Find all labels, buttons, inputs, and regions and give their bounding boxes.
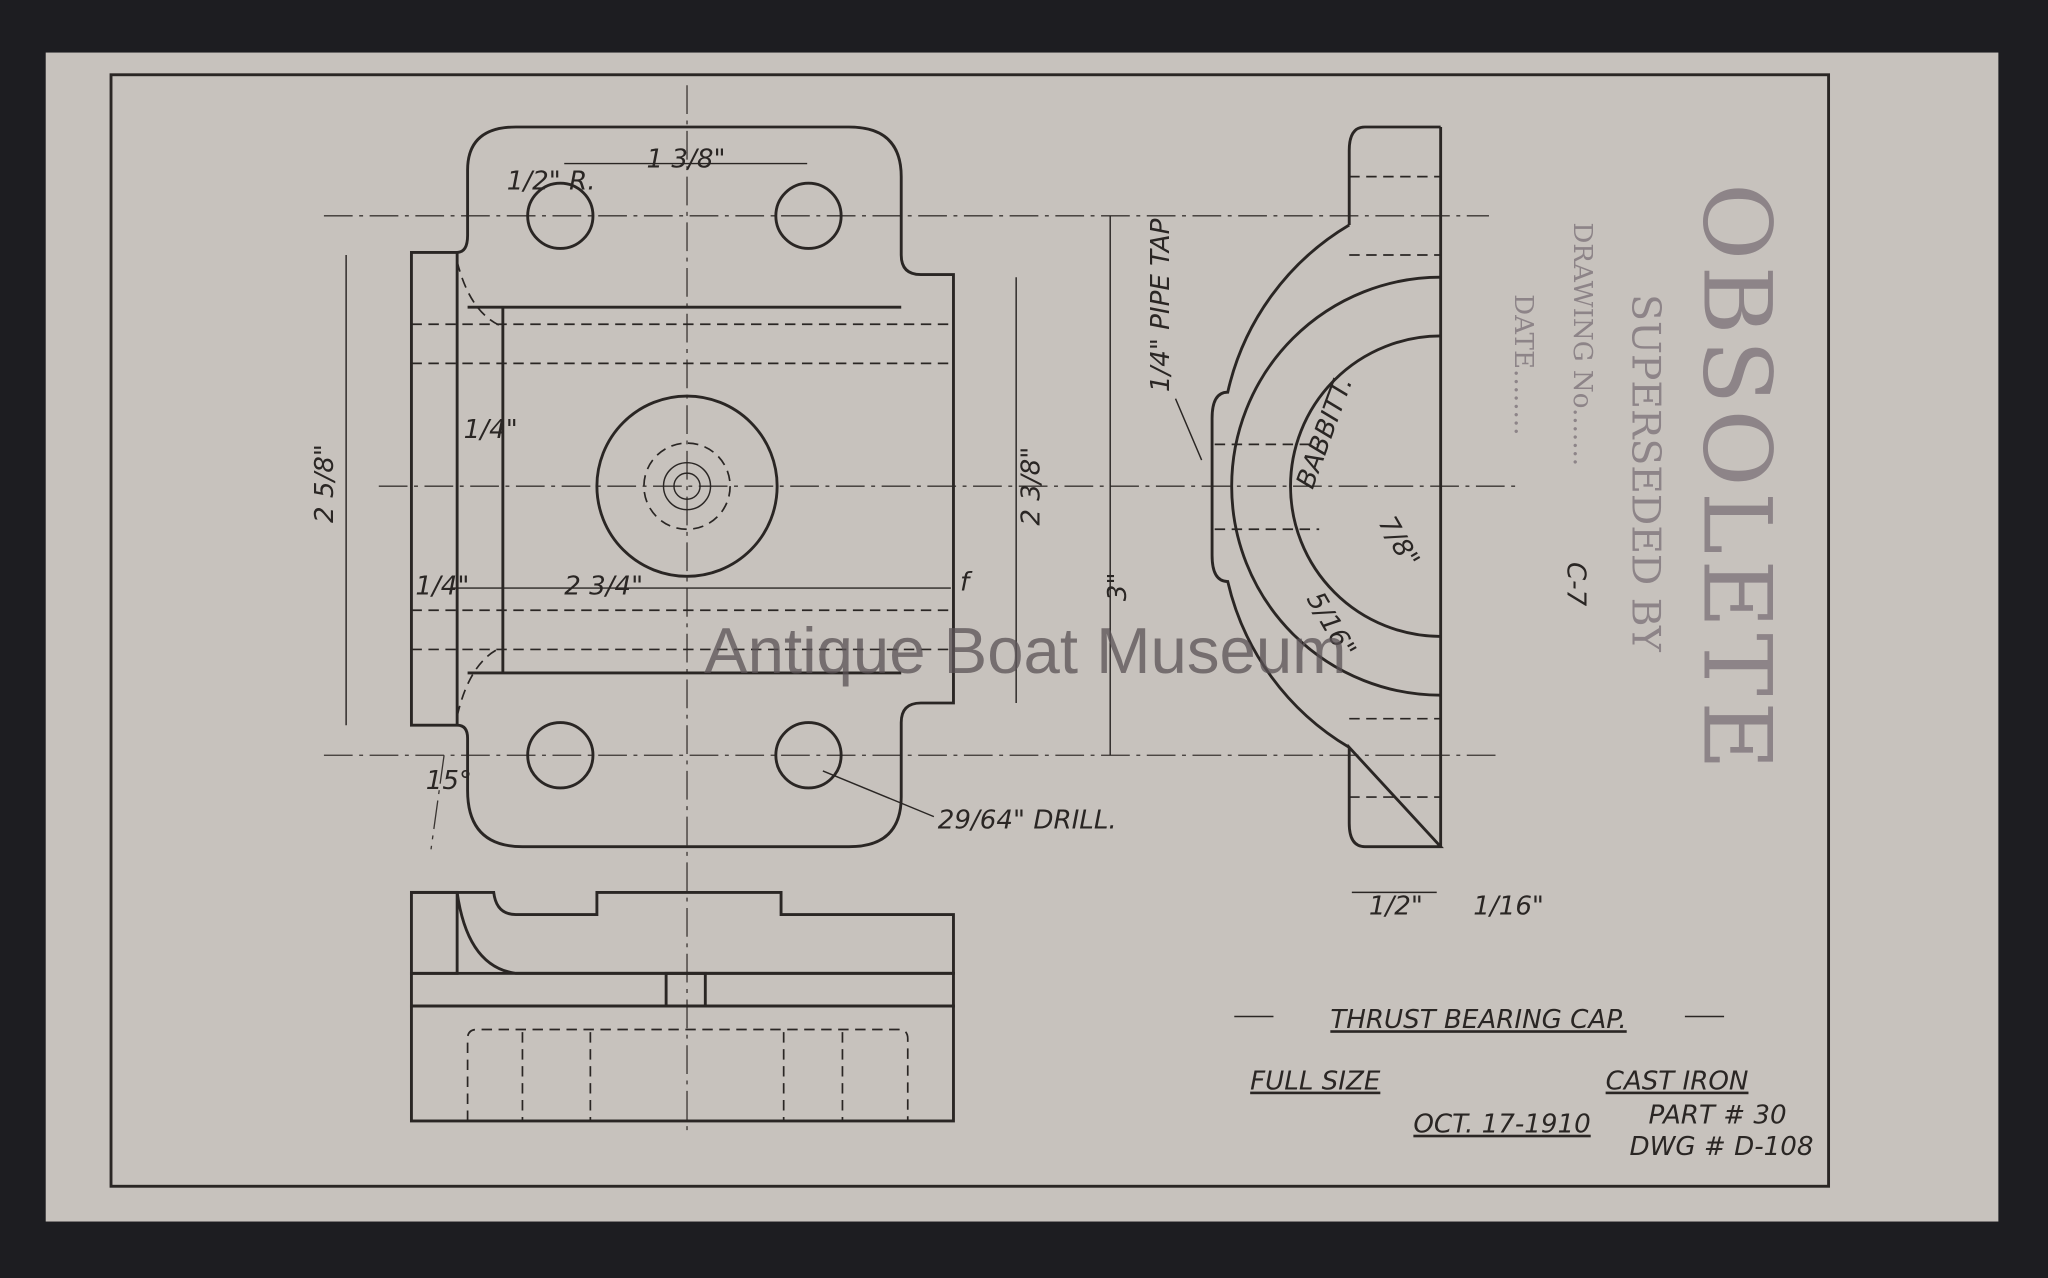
bolt-hole <box>526 181 595 250</box>
side-view <box>1174 125 1444 849</box>
hole-spacing-label: 1 3/8" <box>647 144 726 174</box>
width-right-label: 2 3/8" <box>1017 447 1047 526</box>
title-block: THRUST BEARING CAP. FULL SIZE CAST IRON … <box>1234 1005 1813 1162</box>
section-view <box>409 890 955 1123</box>
bolt-hole <box>774 181 843 250</box>
length-label: 2 3/4" <box>564 572 643 602</box>
finish-thickness-label: 1/16" <box>1473 892 1544 922</box>
superseding-drawing-number: C-7 <box>1560 562 1590 607</box>
part-number: PART # 30 <box>1649 1101 1787 1131</box>
material-label: CAST IRON <box>1606 1067 1749 1097</box>
angle-label: 15° <box>426 766 472 796</box>
drill-label: 29/64" DRILL. <box>938 805 1117 835</box>
stamp-superseded: SUPERSEDED BY <box>1623 294 1668 653</box>
bolt-hole <box>774 721 843 790</box>
paper <box>45 52 1999 1222</box>
plan-view <box>345 125 1437 894</box>
inner-border <box>109 73 1831 1188</box>
flange-thickness-label: 1/2" <box>1369 892 1423 922</box>
height-label: 3" <box>1103 572 1133 601</box>
date-label: OCT. 17-1910 <box>1413 1110 1590 1140</box>
flange-top-label: 1/4" <box>464 415 518 445</box>
obsolete-stamp: OBSOLETE SUPERSEDED BY DRAWING No.......… <box>1508 183 1790 775</box>
bolt-hole <box>526 721 595 790</box>
stamp-date: DATE........ <box>1508 294 1538 435</box>
flange-bottom-label: 1/4" <box>415 572 469 602</box>
part-title: THRUST BEARING CAP. <box>1330 1005 1626 1035</box>
width-left-label: 2 5/8" <box>310 444 340 523</box>
stamp-drawing-no: DRAWING No....... <box>1567 222 1597 466</box>
stamp-heading: OBSOLETE <box>1681 183 1790 775</box>
watermark: Antique Boat Museum <box>704 614 1346 687</box>
drawing-number: DWG # D-108 <box>1629 1132 1813 1162</box>
scale-label: FULL SIZE <box>1250 1067 1381 1097</box>
radius-label: 1/2" R. <box>507 167 596 197</box>
pipe-tap-label: 1/4" PIPE TAP <box>1146 218 1176 392</box>
